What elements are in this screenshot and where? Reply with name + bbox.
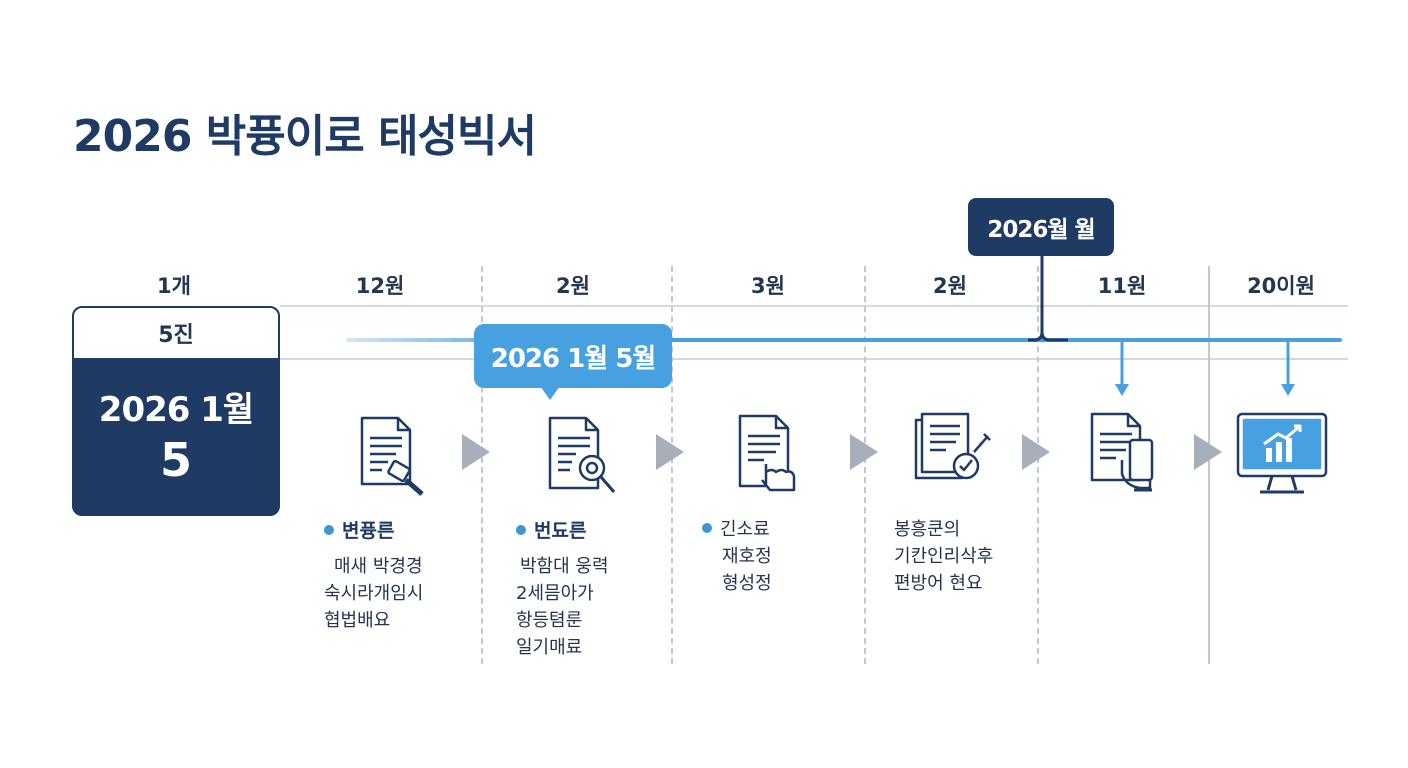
milestone-connector: [1028, 254, 1068, 342]
step-3: 긴소료 재호정 형성정: [702, 516, 772, 597]
callout-tail: [540, 386, 560, 400]
step-3-line: 형성정: [722, 573, 772, 594]
milestone-callout-blue: 2026 1월 5월: [474, 324, 672, 388]
step-2-line: 박함대 웅력: [520, 556, 609, 577]
start-card-label: 5진: [74, 308, 278, 358]
month-label-3: 2원: [556, 274, 590, 298]
column-divider: [1208, 266, 1210, 664]
chevron-right-icon: [1192, 432, 1224, 476]
month-label-4: 3원: [751, 274, 785, 298]
chevron-right-icon: [848, 432, 880, 476]
step-4-line: 편방어 현요: [894, 573, 983, 594]
step-3-line: 재호정: [722, 546, 772, 567]
start-card-day: 5: [159, 433, 192, 487]
month-label-5: 2원: [933, 274, 967, 298]
bullet-dot-icon: [324, 524, 334, 535]
step-4-line: 봉흥쿤의: [894, 519, 961, 540]
step-2-title: 번됴른: [516, 516, 609, 543]
timeline-top-rule: [280, 305, 1348, 307]
milestone-callout-navy: 2026월 월: [968, 198, 1114, 256]
column-divider: [671, 266, 673, 664]
document-search-icon: [540, 414, 620, 498]
timeline-bottom-rule: [280, 358, 1348, 360]
step-1-title: 변퓽른: [324, 516, 423, 543]
step-1-line: 협법배요: [324, 610, 391, 631]
step-2-line: 일기매료: [516, 637, 583, 658]
start-date-card: 5진 2026 1월 5: [72, 306, 280, 516]
step-4-line: 기칸인리삭후: [894, 546, 994, 567]
month-label-1: 1개: [157, 274, 191, 298]
step-1-line: 숙시라개임시: [324, 583, 424, 604]
step-2-line: 항등텸룬: [516, 610, 583, 631]
step-1: 변퓽른 매새 박경경 숙시라개임시 협법배요: [324, 516, 423, 634]
down-arrow-icon: [1278, 340, 1298, 404]
monitor-chart-icon: [1236, 410, 1328, 500]
month-label-7: 20이원: [1247, 274, 1315, 298]
document-check-icon: [912, 412, 992, 496]
chevron-right-icon: [460, 432, 492, 476]
progress-line: [346, 338, 1342, 342]
step-2-line: 2세믐아가: [516, 583, 594, 604]
step-1-line: 매새 박경경: [334, 556, 423, 577]
start-card-date: 2026 1월: [98, 390, 254, 430]
chevron-right-icon: [654, 432, 686, 476]
page-title: 2026 박퓽이로 태성빅서: [73, 111, 537, 162]
document-hand-icon: [1086, 410, 1166, 494]
down-arrow-icon: [1112, 340, 1132, 404]
bullet-dot-icon: [516, 524, 526, 535]
column-divider: [864, 266, 866, 664]
step-4: 봉흥쿤의 기칸인리삭후 편방어 현요: [894, 516, 993, 597]
bullet-dot-icon: [702, 523, 712, 533]
column-divider: [1037, 266, 1039, 664]
column-divider: [481, 266, 483, 664]
month-label-2: 12원: [355, 274, 405, 298]
step-3-line: 긴소료: [702, 516, 772, 543]
chevron-right-icon: [1020, 432, 1052, 476]
step-2: 번됴른 박함대 웅력 2세믐아가 항등텸룬 일기매료: [516, 516, 609, 661]
month-label-6: 11원: [1097, 274, 1147, 298]
document-scanner-icon: [352, 414, 432, 498]
document-touch-icon: [730, 414, 810, 498]
